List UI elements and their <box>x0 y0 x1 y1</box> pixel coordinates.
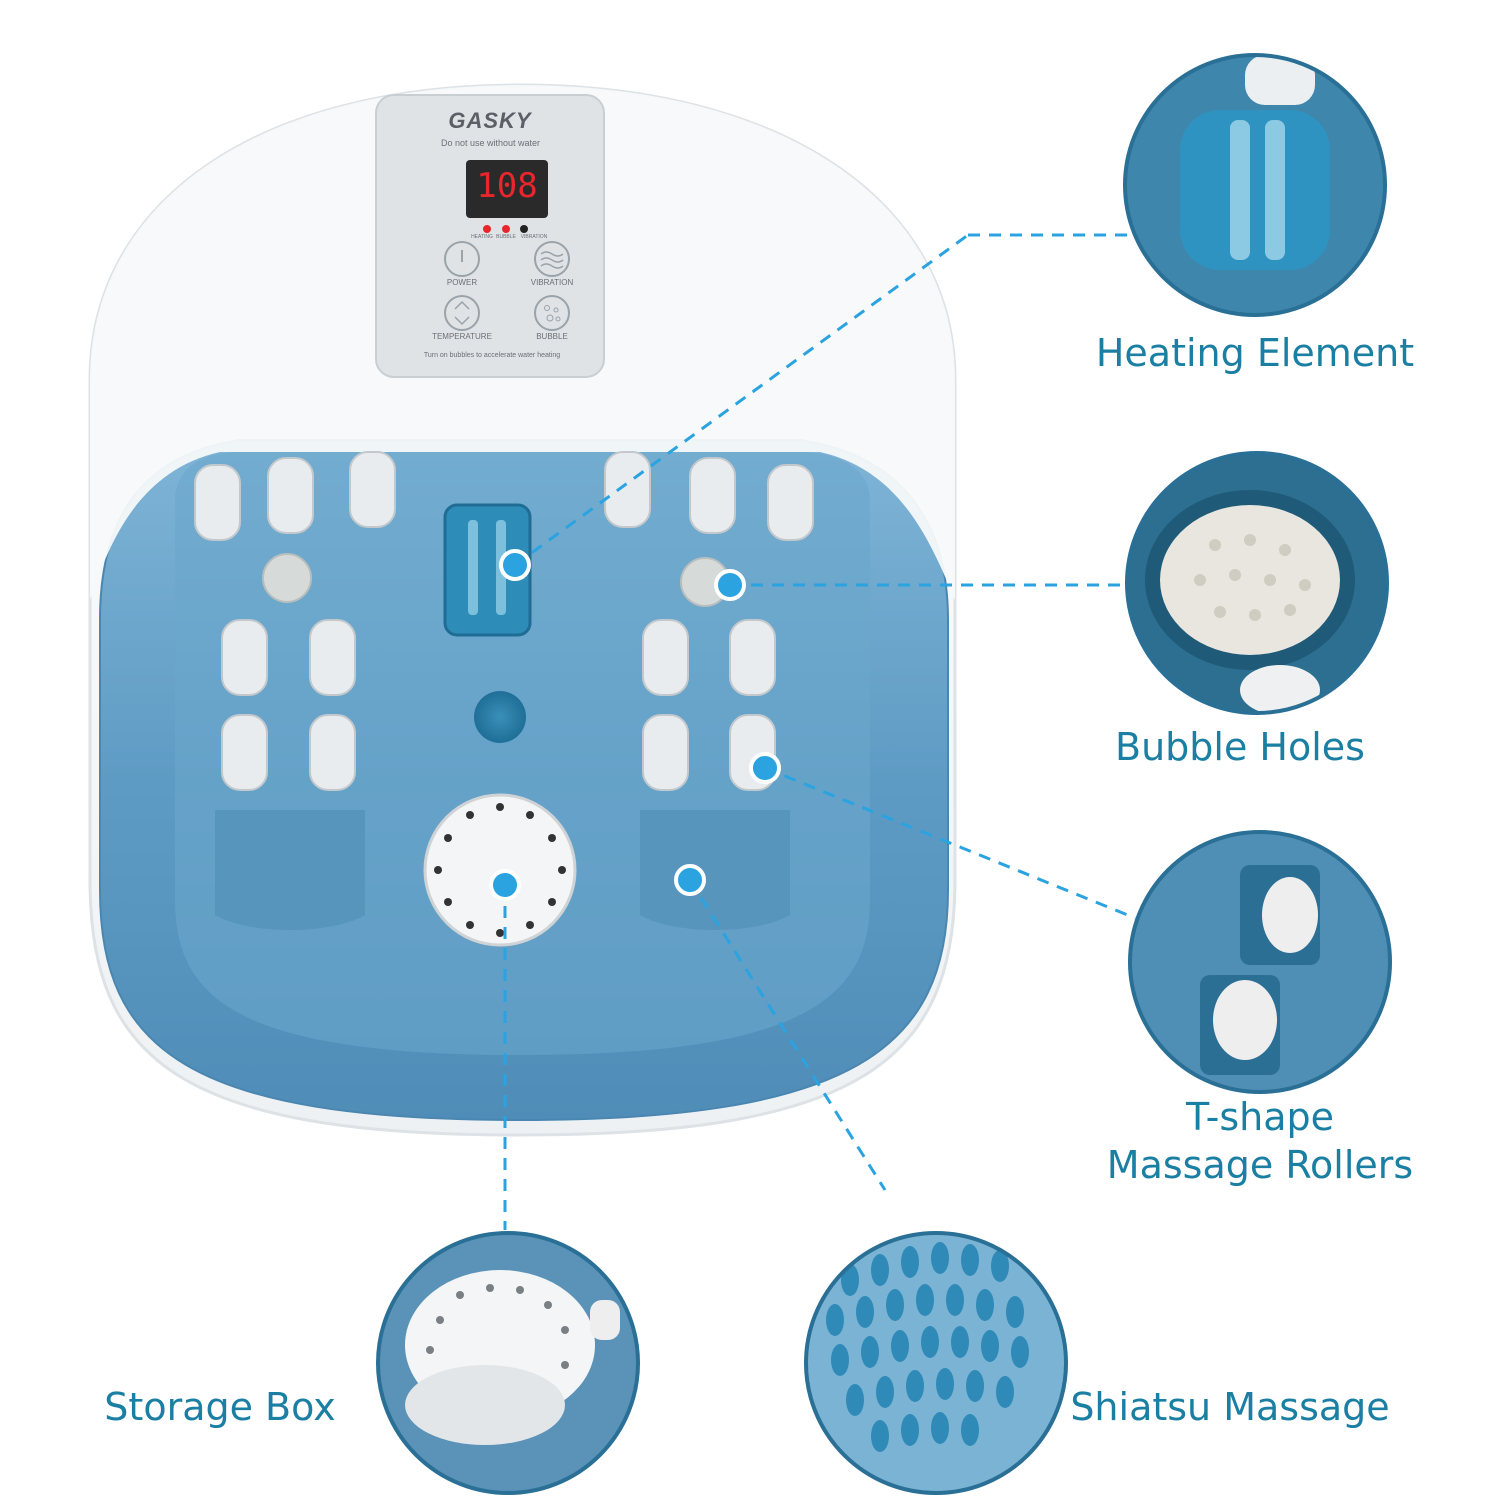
tip-text: Turn on bubbles to accelerate water heat… <box>423 352 561 359</box>
label-bubble-holes: Bubble Holes <box>1115 725 1365 769</box>
brand-logo: GASKY <box>448 108 532 133</box>
leader-lines <box>503 233 1136 1230</box>
led-display <box>466 160 548 218</box>
bubble-button <box>534 295 570 331</box>
temperature-label[interactable]: TEMPERATURE <box>432 332 492 341</box>
detail-heating-element <box>1125 55 1385 315</box>
power-button <box>444 241 480 277</box>
detail-bubble-holes <box>1127 453 1387 713</box>
vibration-label[interactable]: VIBRATION <box>530 278 574 287</box>
label-massage-rollers: Massage Rollers <box>1106 1143 1414 1187</box>
power-label[interactable]: POWER <box>446 278 478 287</box>
label-heating-element: Heating Element <box>1095 331 1415 375</box>
callout-markers <box>489 549 781 901</box>
indicator-bubble: BUBBLE <box>496 234 516 240</box>
detail-shiatsu-massage <box>806 1233 1066 1493</box>
indicator-heating: HEATING <box>471 234 493 240</box>
roller-group <box>194 451 814 791</box>
warning-text: Do not use without water <box>440 138 541 148</box>
label-t-shape: T-shape <box>1185 1095 1335 1139</box>
label-storage-box: Storage Box <box>104 1385 336 1429</box>
bubble-label[interactable]: BUBBLE <box>536 332 568 341</box>
indicator-vibration: VIBRATION <box>520 234 548 240</box>
label-shiatsu-massage: Shiatsu Massage <box>1070 1385 1390 1429</box>
vibration-button <box>534 241 570 277</box>
temperature-button <box>444 295 480 331</box>
detail-t-shape-rollers <box>1130 832 1390 1092</box>
led-readout: 108 <box>476 166 538 206</box>
detail-storage-box <box>378 1233 638 1493</box>
